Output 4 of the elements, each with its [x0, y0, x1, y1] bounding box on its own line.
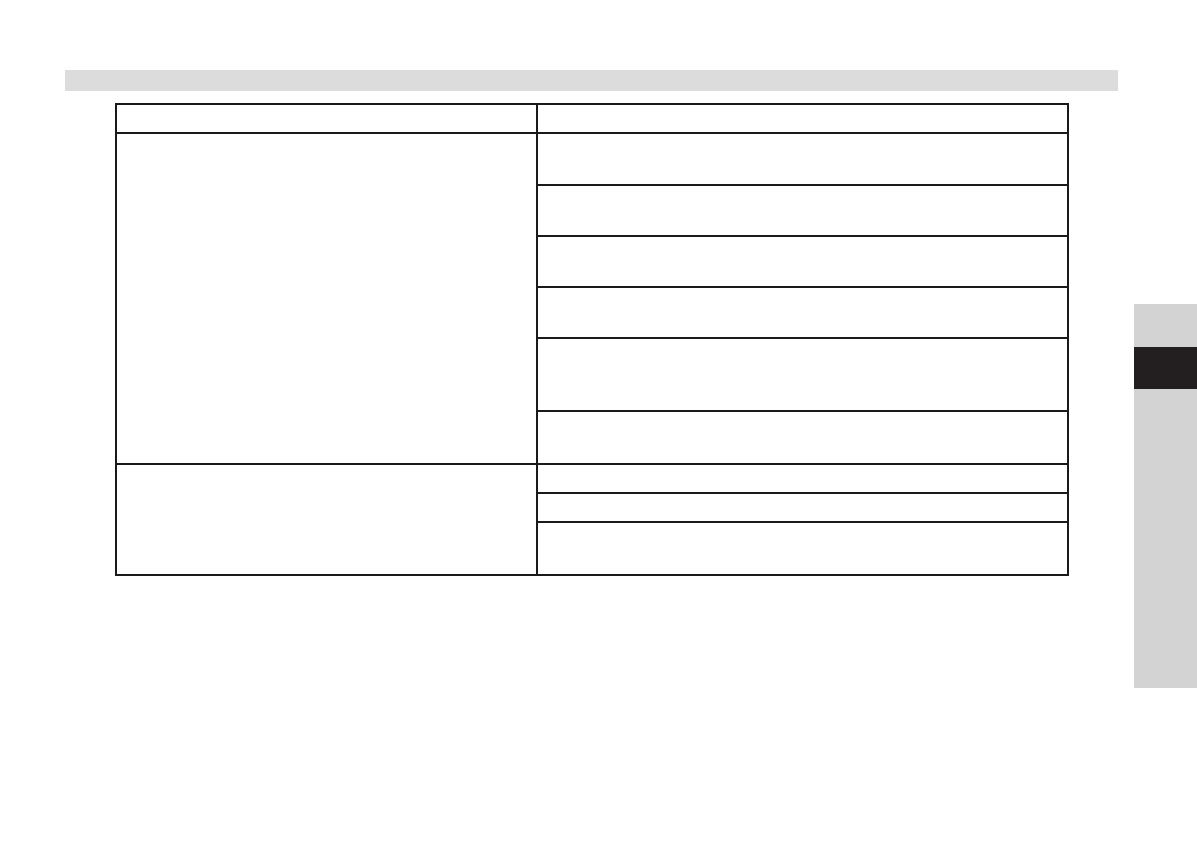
table-cell	[115, 103, 538, 134]
table-cell	[115, 463, 538, 576]
table-cell	[536, 521, 1069, 576]
table-cell	[536, 103, 1069, 134]
